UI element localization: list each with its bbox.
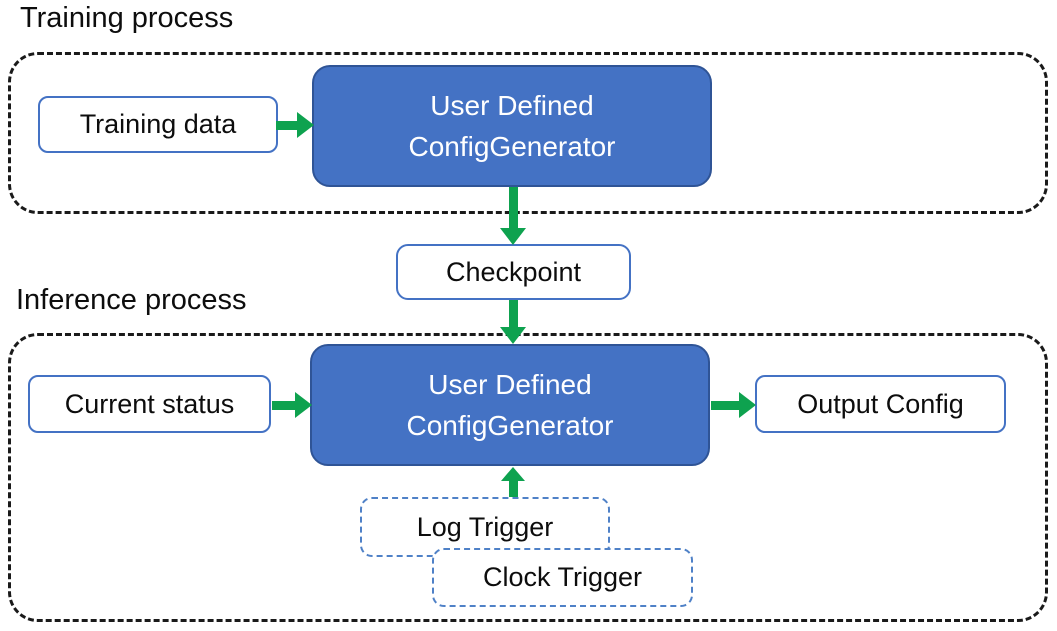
arrow-stem bbox=[508, 187, 518, 228]
inference-process-title: Inference process bbox=[16, 284, 247, 316]
training-data-label: Training data bbox=[79, 109, 237, 139]
training-process-container bbox=[8, 52, 1048, 214]
arrow-head-icon bbox=[500, 327, 526, 344]
arrow-generator-to-output-icon bbox=[711, 392, 756, 418]
arrow-generator-to-checkpoint-icon bbox=[500, 187, 526, 245]
inference-generator-box: User Defined ConfigGenerator bbox=[310, 344, 710, 466]
arrow-training-data-to-generator-icon bbox=[276, 112, 314, 138]
arrow-head-icon bbox=[500, 228, 526, 245]
current-status-label: Current status bbox=[64, 388, 235, 419]
arrow-current-status-to-generator-icon bbox=[272, 392, 312, 418]
inference-generator-label-line1: User Defined bbox=[428, 369, 592, 400]
log-trigger-box: Log Trigger bbox=[360, 497, 610, 557]
checkpoint-label: Checkpoint bbox=[445, 256, 582, 287]
output-config-label: Output Config bbox=[797, 388, 964, 419]
arrow-head-icon bbox=[295, 392, 312, 418]
arrow-head-icon bbox=[297, 112, 314, 138]
arrow-stem bbox=[508, 300, 518, 327]
log-trigger-label: Log Trigger bbox=[416, 511, 554, 542]
clock-trigger-label: Clock Trigger bbox=[482, 562, 643, 592]
training-generator-label-line1: User Defined bbox=[430, 90, 594, 121]
clock-trigger-box: Clock Trigger bbox=[432, 548, 693, 607]
arrow-triggers-to-generator-icon bbox=[500, 467, 526, 497]
arrow-stem bbox=[508, 481, 518, 497]
arrow-stem bbox=[272, 400, 295, 410]
arrow-stem bbox=[276, 120, 297, 130]
checkpoint-box: Checkpoint bbox=[396, 244, 631, 300]
arrow-head-icon bbox=[501, 467, 525, 481]
training-generator-box: User Defined ConfigGenerator bbox=[312, 65, 712, 187]
arrow-stem bbox=[711, 400, 739, 410]
training-generator-label-line2: ConfigGenerator bbox=[408, 131, 616, 162]
training-data-box: Training data bbox=[38, 96, 278, 153]
training-process-title: Training process bbox=[20, 2, 234, 34]
arrow-checkpoint-to-inference-generator-icon bbox=[500, 300, 526, 344]
inference-generator-label-line2: ConfigGenerator bbox=[406, 410, 614, 441]
inference-process-container bbox=[8, 333, 1048, 622]
arrow-head-icon bbox=[739, 392, 756, 418]
current-status-box: Current status bbox=[28, 375, 271, 433]
output-config-box: Output Config bbox=[755, 375, 1006, 433]
